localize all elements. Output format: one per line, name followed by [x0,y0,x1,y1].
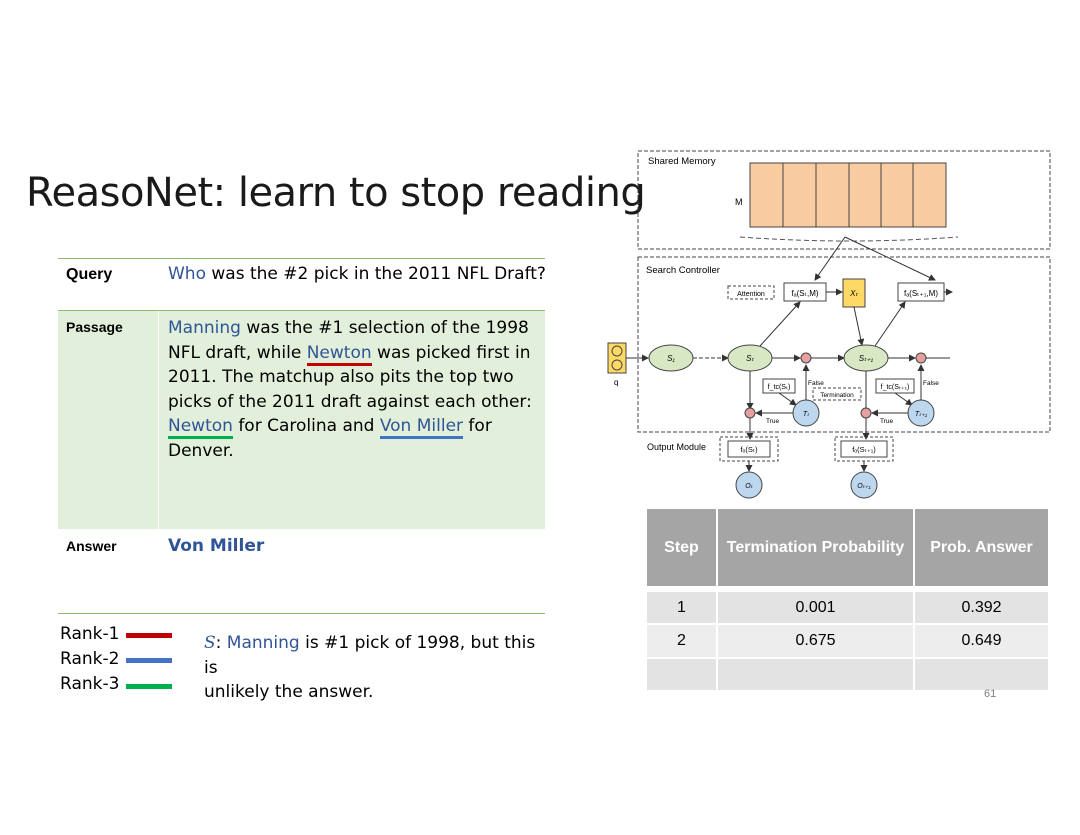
note-colon: : [215,633,227,653]
query-rest: was the #2 pick in the 2011 NFL Draft? [205,264,546,284]
shared-memory-box [637,150,1051,250]
table-top-rule [58,258,545,259]
st1-label: Sₜ₊₁ [859,354,874,363]
tt-label: Tₜ [803,411,810,418]
fa-t1-label: fₐ(Sₜ₊₁,M) [904,289,938,298]
passage-line5b: for [463,416,492,436]
query-label: Query [66,266,113,283]
shared-memory-label: Shared Memory [648,156,716,167]
passage-newton-rank1: Newton [306,342,372,366]
rank3-label: Rank-3 [60,674,120,694]
search-controller-box [637,256,1051,433]
row1-prob: 0.392 [915,592,1048,623]
query-text: Who was the #2 pick in the 2011 NFL Draf… [168,262,546,287]
rank1-label: Rank-1 [60,624,120,644]
header-prob-answer: Prob. Answer [915,509,1048,586]
header-termination: Termination Probability [718,509,913,586]
passage-line5a: for Carolina and [232,416,380,436]
s1-label: S₁ [667,354,675,363]
memory-cell [848,162,882,228]
row2-step: 2 [647,625,716,657]
ot1-node [850,471,878,499]
passage-line1: was the #1 selection of the 1998 [240,318,529,338]
row2-prob: 0.649 [915,625,1048,657]
results-table: Step Termination Probability Prob. Answe… [647,509,1048,691]
memory-cell [749,162,784,228]
true-label-1: True [766,418,780,425]
passage-label: Passage [66,319,123,335]
termination-label: Termination [820,392,854,399]
memory-label: M [735,197,743,207]
passage-line3: 2011. The matchup also pits the top two [168,367,514,387]
rank1-swatch [126,633,172,638]
memory-cells [749,162,947,228]
passage-line2a: NFL draft, while [168,342,307,363]
passage-newton-rank3: Newton [168,416,233,439]
fa-t-label: fₐ(Sₜ,M) [791,289,818,298]
fo-t1-label: fₒ(Sₜ₊₁) [852,445,876,454]
row3-prob [915,659,1048,690]
note-s: S [204,633,216,653]
row1-step: 1 [647,592,716,623]
false-label-2: False [923,380,939,387]
st-label: Sₜ [746,354,754,363]
row3-termination [718,659,913,690]
page-number: 61 [984,688,997,700]
rank2-swatch [126,658,172,663]
passage-text: Manning was the #1 selection of the 1998… [168,316,543,463]
fo-t-label: fₒ(Sₜ) [740,445,758,454]
passage-manning: Manning [168,318,241,338]
memory-cell [782,162,817,228]
query-who: Who [168,264,206,284]
passage-cell [58,311,545,529]
search-controller-label: Search Controller [646,265,720,276]
row2-termination: 0.675 [718,625,913,657]
slide-title: ReasoNet: learn to stop reading [26,170,646,216]
passage-line2b: was picked first in [371,342,531,363]
output-module-label: Output Module [647,442,706,452]
memory-cell [912,162,947,228]
state-note: S: Manning is #1 pick of 1998, but this … [204,631,549,705]
q-label: q [614,378,618,387]
ot-label: Oₜ [745,483,753,490]
passage-divider [158,311,159,529]
answer-label: Answer [66,538,117,554]
memory-cell [880,162,914,228]
answer-text: Von Miller [168,536,265,556]
ftc-t1-label: f_tc(Sₜ₊₁) [881,384,910,391]
passage-line4: picks of the 2011 draft against each oth… [168,391,532,412]
header-step: Step [647,509,716,586]
false-label-1: False [808,380,824,387]
table-bottom-rule [58,613,545,614]
ot-node [735,471,763,499]
tt1-label: Tₜ₊₁ [915,411,928,418]
note-rest1: is #1 pick of 1998, but this is [204,633,536,678]
rank2-label: Rank-2 [60,649,120,669]
rank3-swatch [126,684,172,689]
note-rest2: unlikely the answer. [204,682,374,702]
ot1-label: Oₜ₊₁ [857,483,871,490]
row1-termination: 0.001 [718,592,913,623]
attention-box [727,285,775,300]
memory-cell [815,162,850,228]
reasonet-architecture-diagram: Shared Memory M Search Controller Attent… [607,150,1051,499]
memory-brace [739,236,959,242]
note-manning: Manning [226,633,300,653]
x-t-label: Xₜ [849,289,858,298]
passage-vonmiller-rank2: Von Miller [379,416,464,439]
row3-step [647,659,716,690]
passage-top-rule [58,310,545,311]
true-label-2: True [880,418,894,425]
ftc-t-label: f_tc(Sₜ) [768,384,791,391]
attention-label: Attention [737,291,765,298]
passage-line6: Denver. [168,440,234,461]
